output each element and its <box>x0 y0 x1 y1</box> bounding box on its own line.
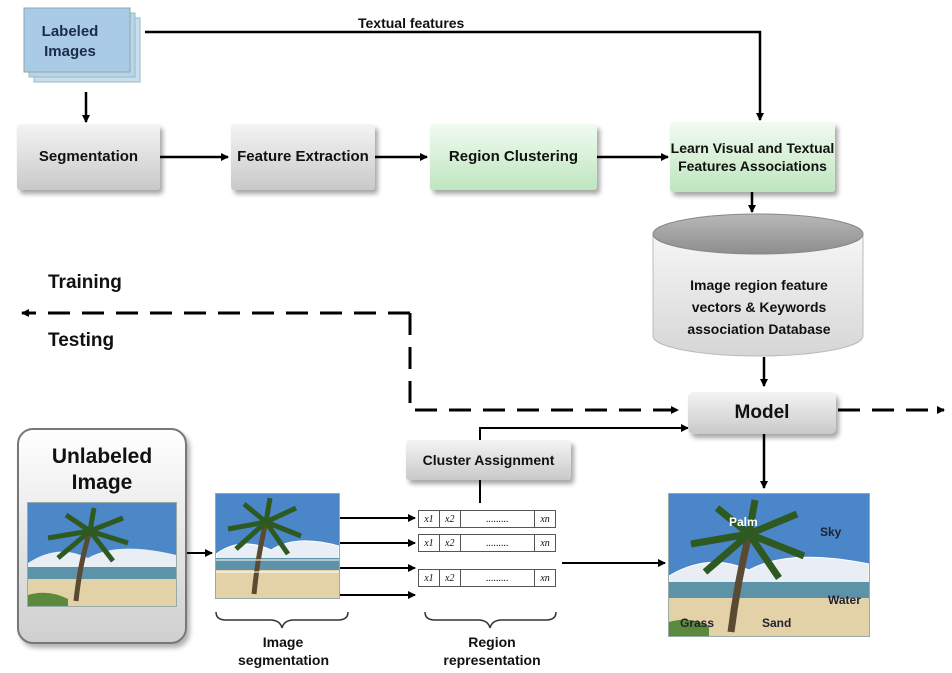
water-tag: Water <box>828 593 861 607</box>
labeled-images-label: Labeled Images <box>41 23 99 60</box>
palm-tag: Palm <box>729 515 758 529</box>
vector-xn: xn <box>540 513 550 525</box>
vector-x1: x1 <box>419 535 440 551</box>
vector-dots: ......... <box>461 535 536 551</box>
vector-x1: x1 <box>419 570 440 586</box>
grass-tag: Grass <box>680 616 715 630</box>
labeled-images-stack <box>23 7 141 83</box>
testing-label: Testing <box>48 330 115 351</box>
vector-x2: x2 <box>440 511 461 527</box>
training-label: Training <box>48 272 122 293</box>
database-label: Image region feature vectors & Keywords … <box>687 277 831 337</box>
annotated-photo <box>668 493 870 637</box>
region-clustering-box: Region Clustering <box>430 124 597 190</box>
vector-xn: xn <box>540 572 550 584</box>
segmentation-brace <box>215 611 349 629</box>
learn-associations-box: Learn Visual and Textual Features Associ… <box>670 122 835 192</box>
vector-x2: x2 <box>440 535 461 551</box>
region-representation-caption: Region representation <box>443 634 541 668</box>
vector-x2: x2 <box>440 570 461 586</box>
feature-vector-row: x1 x2 ......... xn <box>418 534 556 552</box>
region-brace <box>424 611 557 629</box>
sand-tag: Sand <box>762 616 792 630</box>
feature-vector-row: x1 x2 ......... xn <box>418 569 556 587</box>
segmented-photo <box>215 493 340 599</box>
unlabeled-image-label: Unlabeled Image <box>51 445 153 494</box>
feature-extraction-box: Feature Extraction <box>231 124 375 190</box>
testing-dashed-line <box>408 313 679 414</box>
vector-x1: x1 <box>419 511 440 527</box>
vector-dots: ......... <box>461 570 536 586</box>
unlabeled-photo <box>27 502 177 607</box>
database-cylinder <box>652 213 864 357</box>
image-segmentation-caption: Image segmentation <box>238 634 330 668</box>
cluster-assignment-box: Cluster Assignment <box>406 440 571 480</box>
sky-tag: Sky <box>820 525 842 539</box>
textual-features-label: Textual features <box>358 15 465 31</box>
model-box: Model <box>688 392 836 434</box>
feature-vector-row: x1 x2 ......... xn <box>418 510 556 528</box>
vector-xn: xn <box>540 537 550 549</box>
textual-features-arrow <box>145 30 764 121</box>
vector-dots: ......... <box>461 511 536 527</box>
segmentation-box: Segmentation <box>17 124 160 190</box>
